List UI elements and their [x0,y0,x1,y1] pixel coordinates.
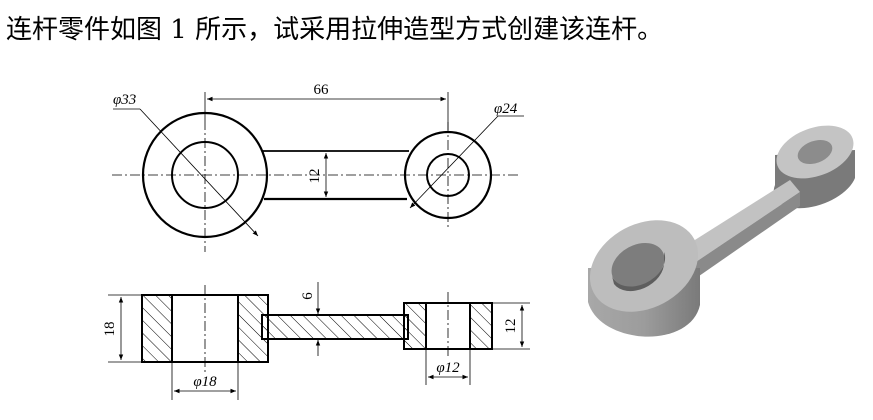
dim-arm-width: 12 [307,169,323,184]
dim-left-bore: φ18 [193,374,217,390]
dim-small-diameter: φ24 [494,101,518,117]
section-view [108,282,530,400]
dim-arm-thickness: 6 [300,292,316,300]
dim-left-height: 18 [102,322,118,337]
dim-right-bore: φ12 [436,360,460,376]
connecting-rod-3d-render [588,125,855,337]
instruction-text: 连杆零件如图 1 所示，试采用拉伸造型方式创建该连杆。 [6,15,664,45]
dim-right-height: 12 [503,319,519,334]
dim-big-diameter: φ33 [113,92,136,108]
dim-center-distance: 66 [314,82,330,98]
